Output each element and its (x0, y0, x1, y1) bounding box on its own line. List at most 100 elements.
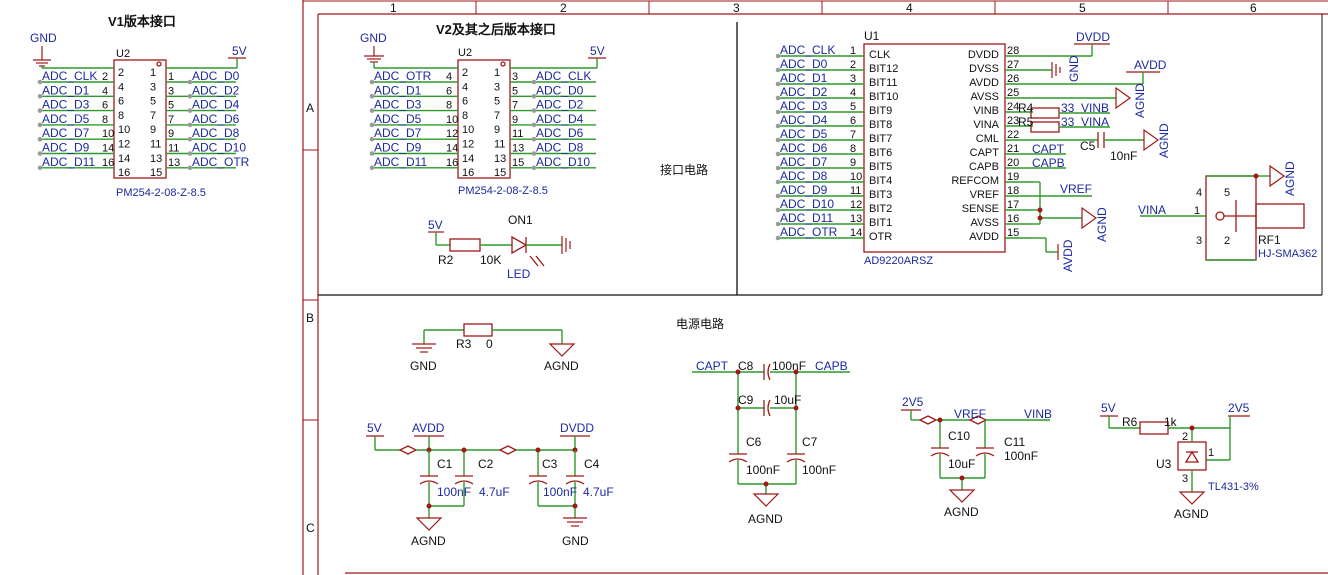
rf-net: VINA (1138, 203, 1166, 217)
adc-pin-name: OTR (869, 231, 892, 243)
net-label-right: ADC_OTR (192, 155, 250, 169)
pin-number: 10 (118, 124, 130, 136)
pin-number: 12 (118, 139, 130, 151)
r5-val: 33 (1061, 115, 1075, 129)
net-port (37, 94, 43, 99)
pin-number: 12 (446, 128, 458, 140)
ruler-5: 5 (1079, 1, 1086, 15)
pin-number: 15 (1007, 227, 1019, 239)
adc-agnd-3: AGND (1095, 207, 1109, 242)
pin-number: 4 (446, 71, 452, 83)
v1-title: V1版本接口 (108, 14, 176, 29)
pin-number: 3 (512, 71, 518, 83)
sheet-frame: 1 2 3 4 5 6 A B C (302, 0, 1328, 575)
net-port (775, 235, 781, 241)
net-label-right: ADC_D10 (192, 141, 246, 155)
adc-pin-name: BIT5 (869, 161, 892, 173)
adc-pin-name: BIT3 (869, 189, 892, 201)
vref-net: VREF (954, 407, 986, 421)
adc-pin-name: BIT11 (869, 77, 898, 89)
v2-part: PM254-2-08-Z-8.5 (458, 185, 548, 197)
adc-net-label: ADC_D2 (780, 85, 828, 99)
pin-number: 11 (494, 139, 505, 151)
net-label-left: ADC_D9 (374, 141, 422, 155)
pin-number: 1 (150, 67, 156, 79)
pin-number: 13 (494, 153, 506, 165)
r4-val: 33 (1061, 101, 1075, 115)
pin-number: 20 (1007, 157, 1019, 169)
pin-number: 3 (494, 81, 500, 93)
pin-number: 9 (494, 124, 500, 136)
net-port (775, 151, 781, 157)
adc-net-label: ADC_D6 (780, 141, 828, 155)
net-label-left: ADC_D7 (42, 126, 90, 140)
row-c: C (306, 521, 315, 535)
net-port (775, 221, 781, 227)
adc-capt-net: CAPT (1032, 142, 1065, 156)
net-port (369, 108, 375, 113)
adc-pin-name: BIT1 (869, 217, 892, 229)
r2-ref: R2 (438, 253, 454, 267)
pin-number: 6 (446, 85, 452, 97)
pin-number: 5 (512, 85, 518, 97)
v2-connector: U2 PM254-2-08-Z-8.5 GND 5V 246810121416A… (360, 31, 606, 197)
pin-number: 14 (446, 143, 458, 155)
c11-ref: C11 (1004, 435, 1025, 449)
pin-number: 6 (462, 96, 468, 108)
adc-net-label: ADC_D1 (780, 71, 828, 85)
u3-pin-3: 3 (1182, 473, 1188, 485)
c6-ref: C6 (746, 435, 762, 449)
pin-number: 15 (150, 167, 162, 179)
adc-net-label: ADC_CLK (780, 43, 835, 57)
pin-number: 9 (168, 128, 174, 140)
pin-number: 10 (446, 114, 458, 126)
pin-number: 13 (512, 143, 524, 155)
pin-number: 23 (1007, 115, 1019, 127)
net-label-left: ADC_D9 (42, 141, 90, 155)
net-label-left: ADC_D11 (42, 155, 95, 169)
net-label-left: ADC_D7 (374, 126, 422, 140)
net-port (369, 136, 375, 142)
led-val: LED (507, 267, 531, 281)
net-port (37, 122, 43, 128)
r3-val: 0 (486, 337, 493, 351)
v2-title: V2及其之后版本接口 (436, 22, 556, 37)
c9-ref: C9 (738, 393, 754, 407)
pin-number: 15 (494, 167, 506, 179)
ruler-4: 4 (906, 1, 913, 15)
pin-number: 4 (850, 87, 856, 99)
adc-net-label: ADC_OTR (780, 225, 838, 239)
adc-pin-name: BIT9 (869, 105, 892, 117)
c8-val: 100nF (772, 359, 806, 373)
adc-pin-name: BIT12 (869, 63, 898, 75)
r3-agnd: AGND (544, 359, 579, 373)
rail-agnd: AGND (411, 534, 446, 548)
v1-part: PM254-2-08-Z-8.5 (116, 187, 206, 199)
pin-number: 1 (494, 67, 500, 79)
net-label-right: ADC_D8 (536, 141, 584, 155)
rf-ref: RF1 (1258, 233, 1281, 247)
pin-number: 11 (850, 185, 861, 197)
r2-val: 10K (480, 253, 501, 267)
rail-5v: 5V (367, 421, 382, 435)
adc-pin-name: DVSS (969, 63, 999, 75)
power-led-circuit: 5V ON1 R2 10K LED (428, 213, 571, 281)
net-port (775, 193, 781, 199)
pin-number: 28 (1007, 45, 1019, 57)
pin-number: 9 (150, 124, 156, 136)
adc-pin-name: AVSS (970, 217, 999, 229)
rf-agnd: AGND (1283, 161, 1297, 196)
net-port (775, 165, 781, 171)
r3-gnd: GND (410, 359, 437, 373)
net-label-right: ADC_D8 (192, 126, 240, 140)
net-port (775, 95, 781, 101)
c1-val: 100nF (437, 485, 471, 499)
rf-pin-5: 5 (1224, 187, 1230, 199)
interface-label: 接口电路 (660, 162, 708, 177)
pin-number: 10 (850, 171, 862, 183)
net-label-left: ADC_CLK (42, 69, 97, 83)
adc-pin-name: VINB (973, 105, 999, 117)
pin-number: 14 (462, 153, 474, 165)
rail-gnd: GND (562, 534, 589, 548)
